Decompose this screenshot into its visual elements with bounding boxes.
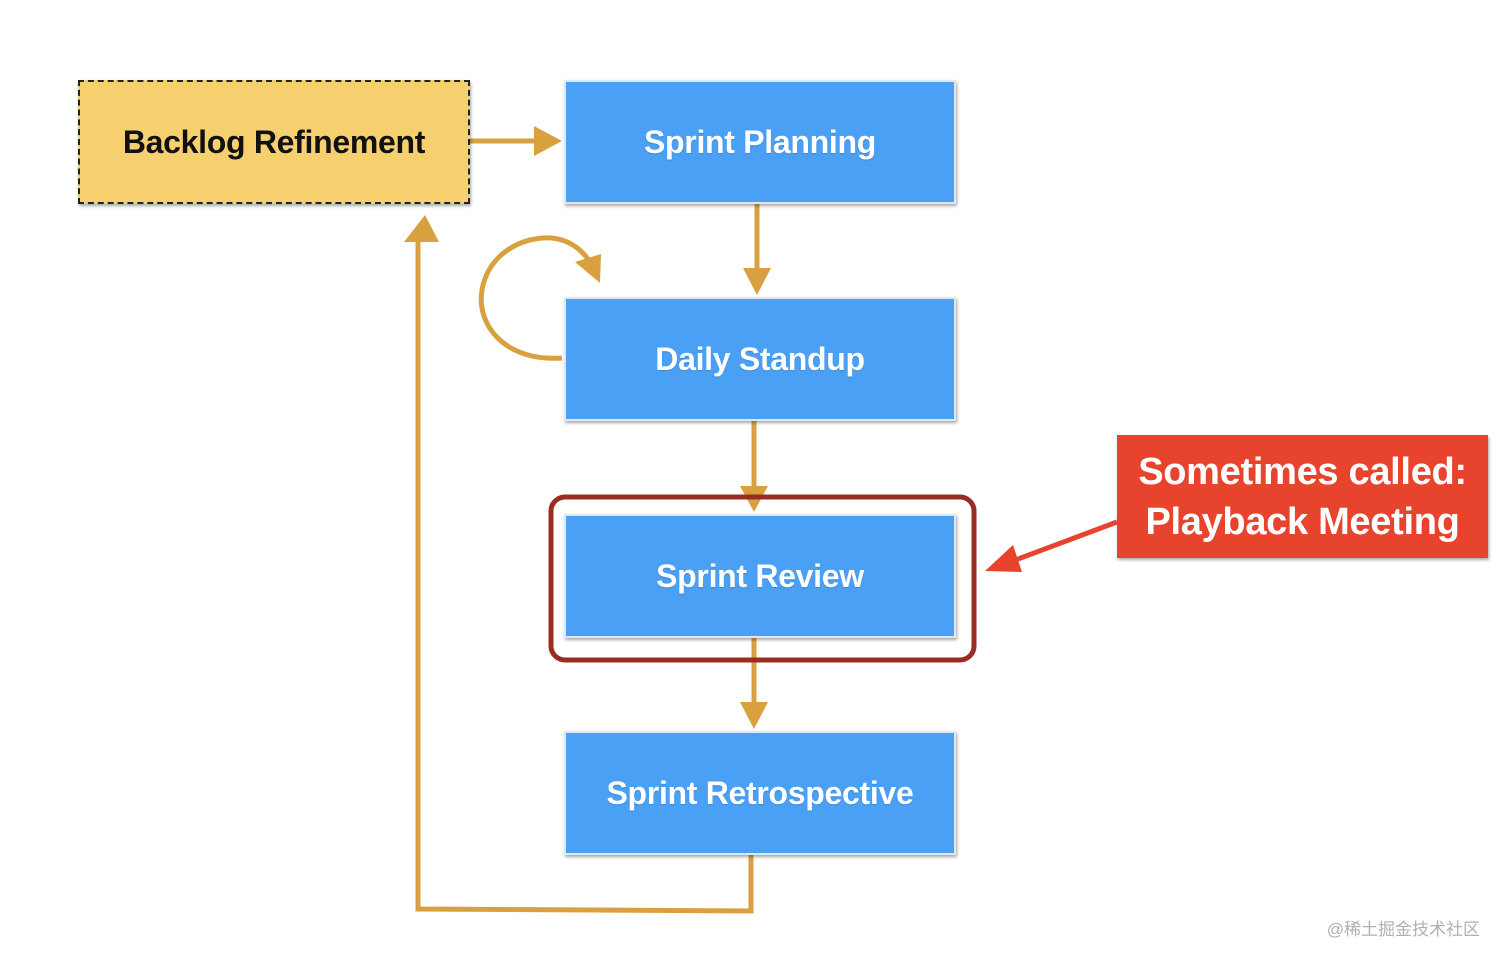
sprint-planning-label: Sprint Planning xyxy=(644,123,876,160)
arrow-review-to-retro xyxy=(740,638,768,729)
sprint-planning-node: Sprint Planning xyxy=(564,80,956,204)
standup-self-loop-arrow xyxy=(478,235,601,361)
sprint-retrospective-label: Sprint Retrospective xyxy=(606,774,914,811)
watermark: @稀土掘金技术社区 xyxy=(1326,920,1480,939)
sprint-review-node: Sprint Review xyxy=(564,514,956,638)
sprint-review-label: Sprint Review xyxy=(656,557,864,594)
arrow-retro-to-backlog xyxy=(404,215,754,914)
callout-line-1: Sometimes called: xyxy=(1138,450,1467,493)
arrow-planning-to-standup xyxy=(743,204,771,295)
callout-box: Sometimes called: Playback Meeting xyxy=(1117,435,1488,558)
backlog-refinement-label: Backlog Refinement xyxy=(122,123,426,160)
callout-arrow xyxy=(985,519,1118,572)
daily-standup-label: Daily Standup xyxy=(655,340,865,377)
sprint-retrospective-node: Sprint Retrospective xyxy=(564,731,956,855)
daily-standup-node: Daily Standup xyxy=(564,297,956,421)
backlog-refinement-node: Backlog Refinement xyxy=(78,80,470,204)
callout-line-2: Playback Meeting xyxy=(1145,500,1460,543)
arrow-backlog-to-planning xyxy=(470,126,562,156)
sprint-review-highlight xyxy=(548,494,977,663)
